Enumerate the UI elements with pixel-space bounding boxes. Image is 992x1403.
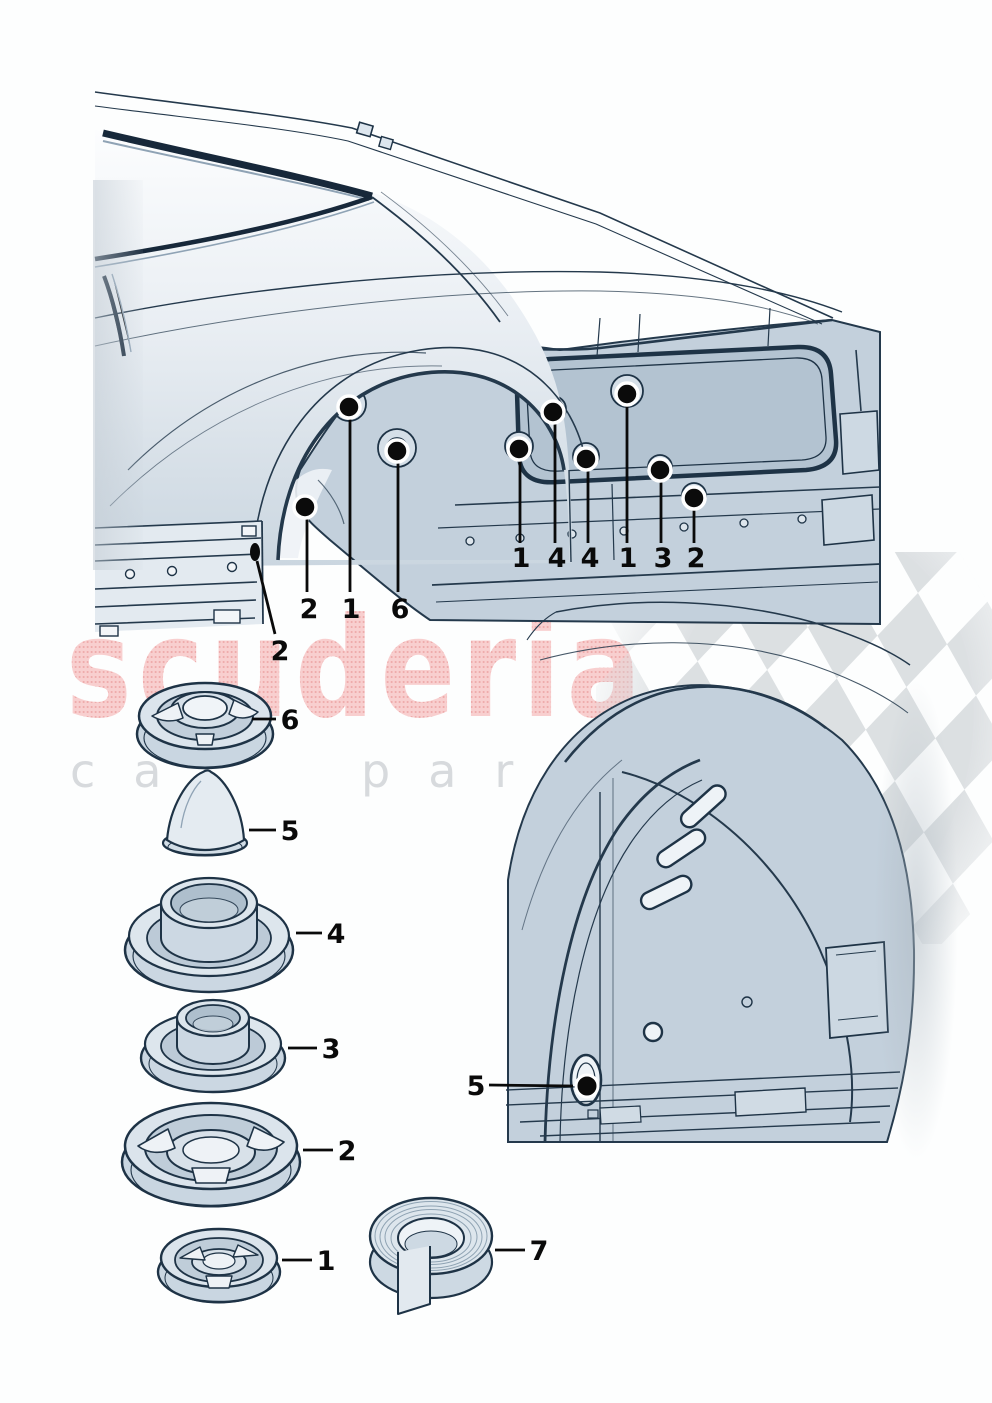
callout-dot [573,446,599,472]
callout-dot [681,485,707,511]
callouts-view1: 2 1 6 2 1 4 4 1 3 2 [250,381,707,667]
callout-label: 2 [300,594,319,625]
part-number-label: 6 [281,705,300,736]
callout-label: 1 [619,543,638,574]
part-drawing-6 [135,681,275,770]
callout-label: 6 [391,594,410,625]
callouts-parts: 6 5 4 3 2 1 7 [249,705,548,1277]
part-drawing-1 [156,1227,282,1304]
callout-dot [574,1073,600,1099]
callout-dot [250,543,260,561]
callout-label: 5 [467,1071,486,1102]
callout-dot [336,394,362,420]
callout-dots [250,381,707,561]
callouts-view2: 5 [467,1071,600,1102]
callout-label: 1 [342,594,361,625]
callout-dot [614,381,640,407]
vehicle-rear-quarter-view [93,91,881,637]
callout-label: 4 [581,543,600,574]
callout-label: 1 [512,543,531,574]
part-number-label: 1 [317,1246,336,1277]
callout-label: 2 [687,543,706,574]
part-number-label: 3 [322,1034,341,1065]
callout-dot [384,438,410,464]
part-number-label: 4 [327,919,346,950]
callout-dot [292,494,318,520]
part-number-label: 7 [530,1236,549,1267]
roof-and-quarter-window [93,91,834,570]
parts-column [120,681,494,1315]
part-drawing-3 [139,998,287,1094]
part-drawing-5 [161,769,249,857]
callout-label: 2 [271,636,290,667]
callout-label: 4 [548,543,567,574]
callout-label: 3 [654,543,673,574]
part-drawing-7 [368,1196,494,1315]
callout-dot [506,436,532,462]
part-drawing-2 [120,1101,302,1208]
callout-dot [647,457,673,483]
part-number-label: 5 [281,816,300,847]
callout-dot [540,399,566,425]
wheel-house-view [505,601,958,1160]
part-drawing-4 [123,876,295,994]
part-number-label: 2 [338,1136,357,1167]
